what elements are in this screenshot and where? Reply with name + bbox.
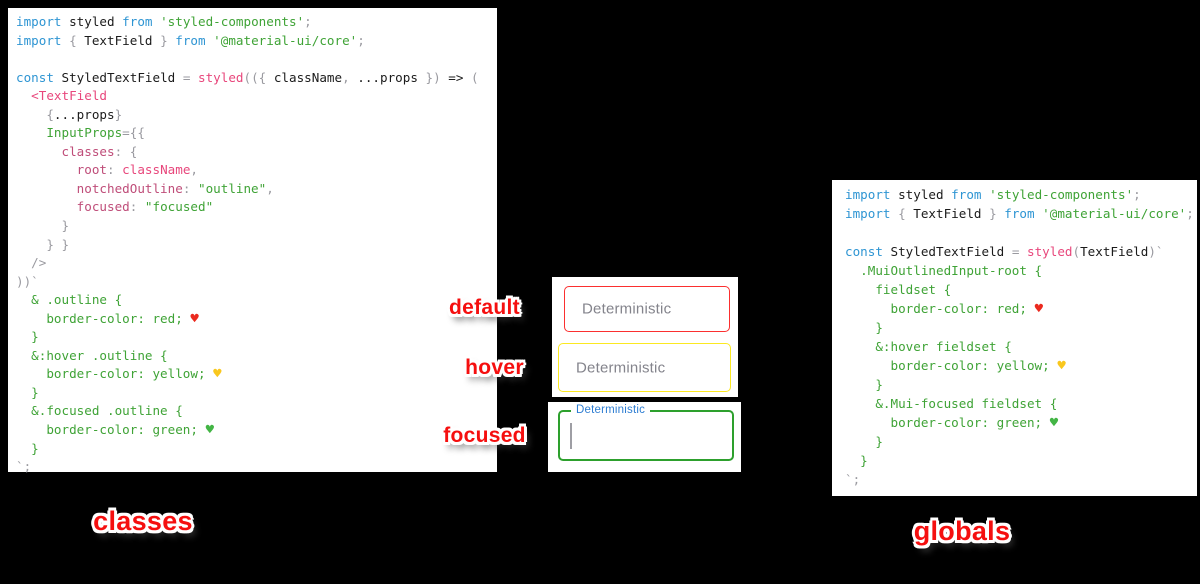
code-line: import styled from 'styled-components'; (845, 187, 1141, 202)
code-line: InputProps={{ (16, 125, 145, 141)
code-line: } (16, 218, 70, 234)
text-cursor-caret (570, 423, 572, 449)
code-line: focused: "focused" (16, 199, 214, 215)
code-panel-globals: import styled from 'styled-components'; i… (832, 180, 1197, 496)
caption-globals: globals (913, 516, 1011, 546)
code-line: } (16, 440, 39, 456)
code-line: border-color: red; ♥ (16, 310, 199, 327)
code-line: border-color: yellow; ♥ (16, 366, 222, 383)
code-line: } (845, 434, 883, 449)
textfield-hover-state[interactable]: Deterministic (558, 343, 731, 392)
code-panel-classes: import styled from 'styled-components'; i… (8, 8, 497, 474)
code-line: } (16, 384, 39, 400)
state-label-default: default (449, 296, 520, 319)
code-line: <TextField (16, 88, 107, 104)
code-line: notchedOutline: "outline", (16, 180, 274, 196)
textfield-floating-label: Deterministic (576, 359, 666, 376)
textfield-default-state[interactable]: Deterministic (564, 286, 730, 332)
textfield-notched-label: Deterministic (571, 404, 651, 416)
code-line: } (16, 329, 39, 345)
code-line: const StyledTextField = styled(({ classN… (16, 69, 479, 85)
code-line: fieldset { (845, 282, 952, 297)
code-line: } } (16, 236, 70, 252)
code-line: import { TextField } from '@material-ui/… (16, 32, 365, 48)
code-line: /> (16, 255, 47, 271)
caption-classes: classes (93, 506, 193, 536)
code-line (845, 223, 1197, 242)
code-line: & .outline { (16, 292, 123, 308)
code-line: ))` (16, 273, 39, 289)
code-line: border-color: yellow; ♥ (845, 358, 1066, 374)
code-line: &.Mui-focused fieldset { (845, 396, 1058, 411)
code-line: import styled from 'styled-components'; (16, 14, 312, 29)
code-line: &.focused .outline { (16, 403, 183, 419)
code-line: border-color: green; ♥ (16, 422, 214, 439)
state-label-focused: focused (443, 424, 526, 447)
code-line: `; (845, 472, 861, 487)
code-line: import { TextField } from '@material-ui/… (845, 206, 1194, 221)
code-line: } (845, 453, 868, 468)
textfield-screenshot-focused: Deterministic (548, 402, 741, 472)
code-line: {...props} (16, 106, 123, 122)
code-line: .MuiOutlinedInput-root { (845, 263, 1043, 278)
code-line: &:hover .outline { (16, 347, 168, 363)
code-line: const StyledTextField = styled(TextField… (845, 244, 1164, 259)
textfield-screenshot-default-hover: Deterministic Deterministic (552, 277, 738, 397)
code-line: } (845, 377, 883, 392)
textfield-focused-state[interactable]: Deterministic (558, 404, 734, 461)
textfield-floating-label: Deterministic (582, 300, 672, 318)
code-line: `; (16, 459, 32, 475)
code-line (16, 50, 497, 69)
code-line: } (845, 320, 883, 335)
code-line: border-color: red; ♥ (845, 301, 1043, 317)
code-line: &:hover fieldset { (845, 339, 1012, 354)
state-label-hover: hover (465, 356, 524, 379)
code-line: root: className, (16, 162, 199, 178)
code-line: classes: { (16, 143, 138, 159)
code-line: border-color: green; ♥ (845, 415, 1059, 431)
